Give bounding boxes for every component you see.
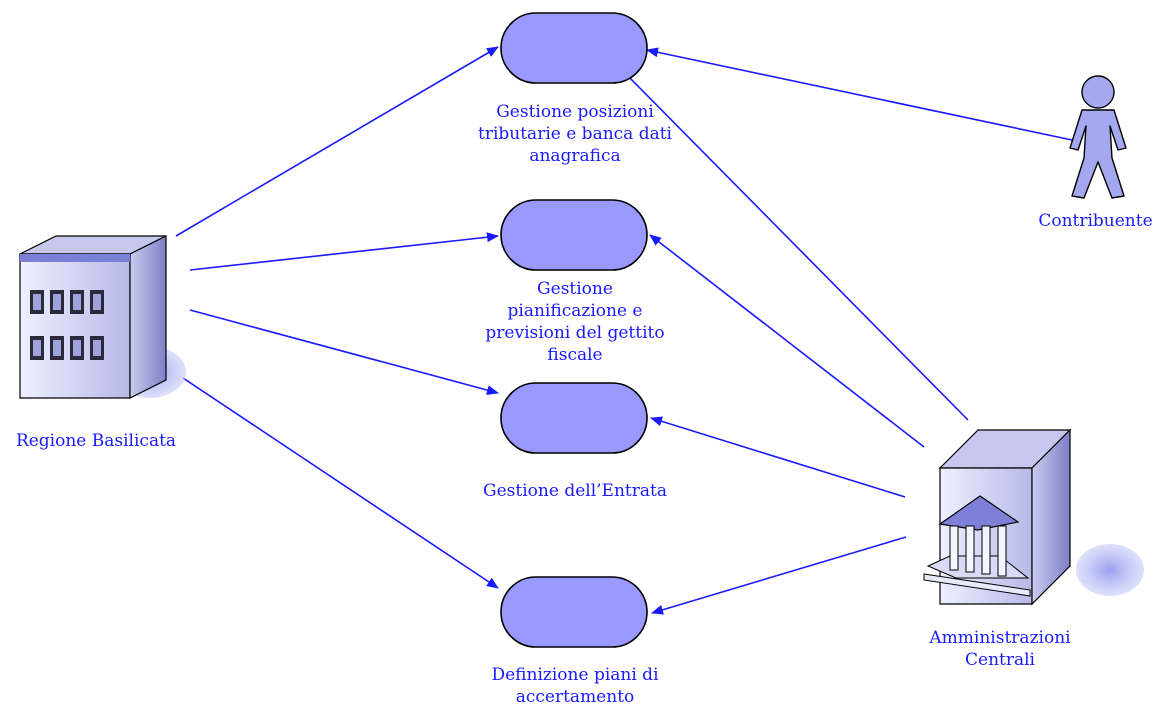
assoc-amministrazioni-uc3 [650,416,906,498]
assoc-regione-uc4 [182,377,499,589]
use-case-label-uc4: Definizione piani di accertamento [491,665,659,707]
assoc-amministrazioni-uc1 [619,67,969,421]
actor-label-amministrazioni: Amministrazioni Centrali [929,628,1071,670]
assoc-regione-uc3 [189,309,499,395]
use-case-uc3 [500,382,648,454]
assoc-amministrazioni-uc2 [649,234,925,448]
actor-label-regione: Regione Basilicata [15,431,177,451]
use-case-label-uc3: Gestione dell’Entrata [483,481,667,501]
use-case-uc4 [500,576,648,648]
regione-building-icon [19,235,186,399]
assoc-contribuente-uc1 [646,47,1073,141]
use-case-uc2 [500,199,648,271]
use-case-label-uc1: Gestione posizioni tributarie e banca da… [478,102,672,166]
associations [175,46,1073,615]
contribuente-actor-icon [1069,75,1127,199]
actor-label-contribuente: Contribuente [1038,211,1153,231]
use-case-label-uc2: Gestione pianificazione e previsioni del… [485,279,665,365]
assoc-regione-uc1 [175,46,499,237]
use-case-uc1 [500,12,648,84]
assoc-regione-uc2 [189,232,499,271]
amministrazioni-building-icon [923,428,1144,606]
assoc-amministrazioni-uc4 [651,536,907,615]
